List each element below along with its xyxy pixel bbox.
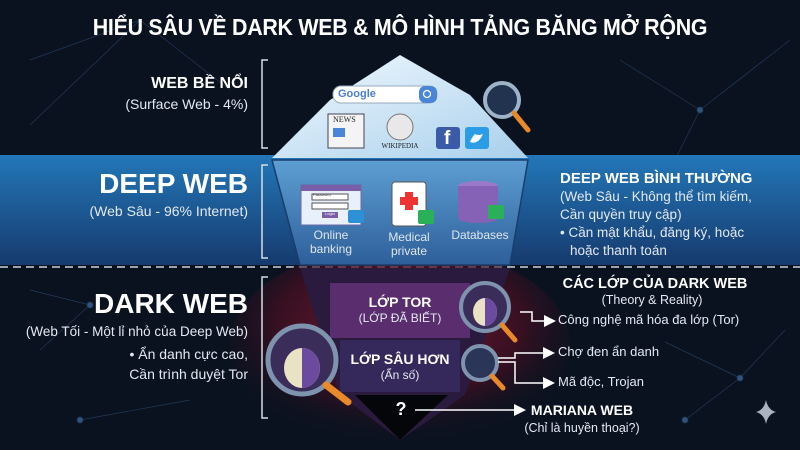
page-title: HIỂU SÂU VỀ DARK WEB & MÔ HÌNH TẢNG BĂNG… [92,14,708,40]
database-lock-icon [458,181,504,223]
wikipedia-icon [386,113,414,141]
news-icon [327,113,365,149]
tor-onion-magnifier-large-icon [265,323,352,406]
deep-side-line: Cần quyền truy cập) [560,207,682,222]
surface-heading: WEB BỀ NỔI [151,75,248,92]
dark-line: (Web Tối - Một lỉ nhỏ của Deep Web) [25,324,248,339]
tor-layer-subtitle: (LỚP ĐÃ BIẾT) [358,311,442,325]
deeper-layer-title: LỚP SÂU HƠN [350,351,450,367]
wikipedia-label: WIKIPEDIA [381,142,419,150]
facebook-icon [436,127,460,149]
magnifier-icon [483,81,531,133]
dark-line: Cần trình duyệt Tor [129,366,248,382]
dark-side-subtitle: (Theory & Reality) [601,293,703,307]
sparkle-icon [756,400,776,424]
online-banking-label: Online banking [309,228,353,256]
surface-bracket [261,59,268,149]
databases-label: Databases [451,228,509,242]
deep-side-line: • Cần mật khẩu, đăng ký, hoặc [560,225,745,240]
deep-side-line: hoặc thanh toán [570,243,667,258]
malware-annotation: Mã độc, Trojan [558,374,644,389]
tor-onion-magnifier-icon [459,281,518,343]
deep-heading: DEEP WEB [99,168,248,199]
arrow-market [498,347,555,359]
deep-bracket [261,164,268,259]
mariana-layer-question: ? [395,399,407,419]
mariana-layer [355,395,448,440]
deep-side-heading: DEEP WEB BÌNH THƯỜNG [560,170,753,187]
twitter-icon [465,127,489,149]
dark-side-heading: CÁC LỚP CỦA DARK WEB [562,276,748,292]
login-button-label: Login [325,211,335,216]
mariana-title: MARIANA WEB [530,402,634,418]
surface-subtitle: (Surface Web - 4%) [125,96,248,112]
market-annotation: Chợ đen ẩn danh [558,344,660,359]
login-window-lock-icon [300,184,364,226]
deeper-layer [340,340,460,392]
deeper-layer-subtitle: (Ẩn số) [380,368,420,382]
password-field-label: Password [313,192,331,197]
tor-layer-title: LỚP TOR [368,294,432,310]
dark-heading: DARK WEB [94,288,248,319]
medical-private-label: Medical private [388,230,430,258]
facebook-label: f [444,128,451,149]
deep-side-line: (Web Sâu - Không thể tìm kiếm, [560,189,752,204]
dark-bracket [261,276,268,419]
news-label: NEWS [333,115,356,124]
arrow-malware [498,361,555,389]
arrow-tor [520,311,556,327]
deep-subtitle: (Web Sâu - 96% Internet) [89,203,248,219]
mariana-subtitle: (Chỉ là huyền thoại?) [524,421,640,435]
dark-line: • Ẩn danh cực cao, [129,346,248,362]
medical-clipboard-lock-icon [391,181,434,227]
tor-annotation: Công nghệ mã hóa đa lớp (Tor) [558,312,740,327]
google-label: Google [338,88,376,100]
empty-magnifier-icon [461,344,506,391]
tor-layer [330,283,470,338]
google-search-icon [332,85,438,104]
